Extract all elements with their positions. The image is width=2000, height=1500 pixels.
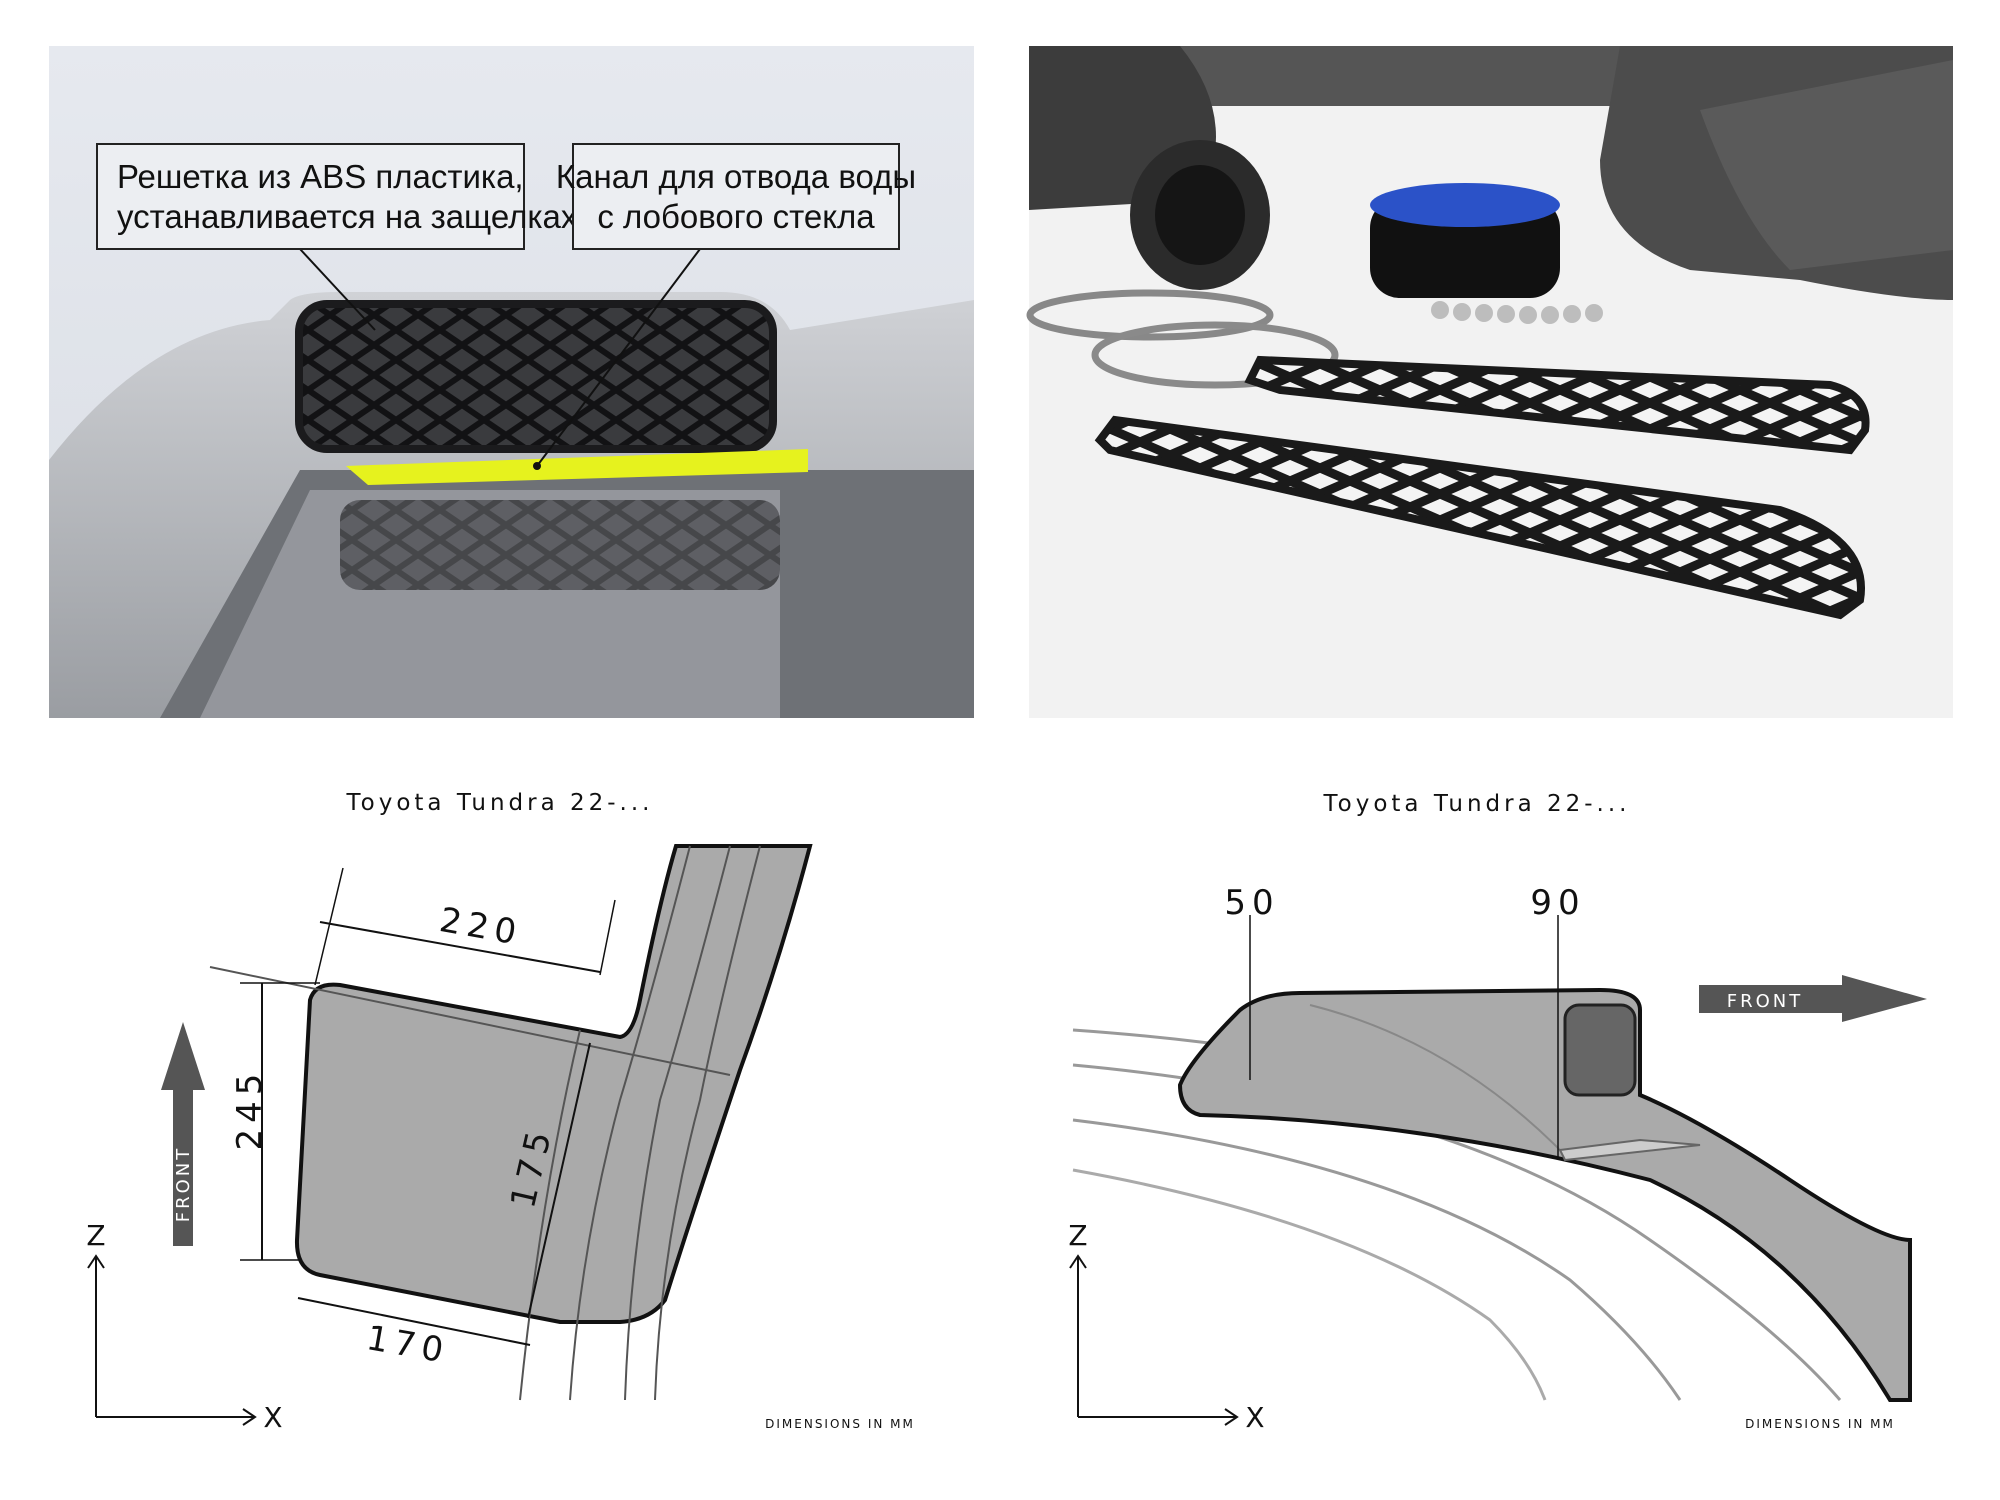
channel-callout-line2: с лобового стекла (597, 198, 875, 235)
grille-callout-line2: устанавливается на защелках (117, 198, 578, 235)
units-note-right: dimensions in mm (1745, 1417, 1895, 1431)
front-label: FRONT (173, 1146, 194, 1223)
diagram-right-title: Toyota Tundra 22-... (1323, 791, 1631, 817)
axis-x-label: X (263, 1401, 282, 1434)
axis-indicator-right: Z X (1068, 1219, 1264, 1434)
side-view-diagram: Toyota Tundra 22-... 50 90 FRONT Z X dim… (1068, 791, 1927, 1434)
diagram-left-title: Toyota Tundra 22-... (346, 790, 654, 816)
front-arrow-up: FRONT (161, 1022, 205, 1246)
channel-callout-line1: Канал для отвода воды (556, 158, 916, 195)
top-view-diagram: Toyota Tundra 22-... 220 245 175 170 FRO… (86, 790, 915, 1434)
axis-indicator: Z X (86, 1219, 282, 1434)
axis-z-label-right: Z (1068, 1219, 1087, 1252)
snorkel-kit-photo (1026, 46, 1953, 718)
grille-part-2 (1094, 415, 1865, 620)
dimension-245: 245 (230, 1068, 270, 1151)
snorkel-render-photo: Решетка из ABS пластика, устанавливается… (49, 46, 974, 718)
grille (295, 300, 777, 453)
grille-callout-line1: Решетка из ABS пластика, (117, 158, 524, 195)
dimension-90: 90 (1530, 883, 1585, 923)
front-label-right: FRONT (1727, 991, 1804, 1012)
channel-callout: Канал для отвода воды с лобового стекла (556, 143, 916, 250)
water-channel-highlight (346, 449, 808, 485)
dimension-50: 50 (1224, 883, 1279, 923)
axis-z-label: Z (86, 1219, 105, 1252)
front-arrow-right: FRONT (1699, 975, 1927, 1022)
axis-x-label-right: X (1245, 1401, 1264, 1434)
grille-part-1 (1244, 355, 1870, 455)
grille-callout: Решетка из ABS пластика, устанавливается… (96, 143, 578, 250)
units-note: dimensions in mm (765, 1417, 915, 1431)
